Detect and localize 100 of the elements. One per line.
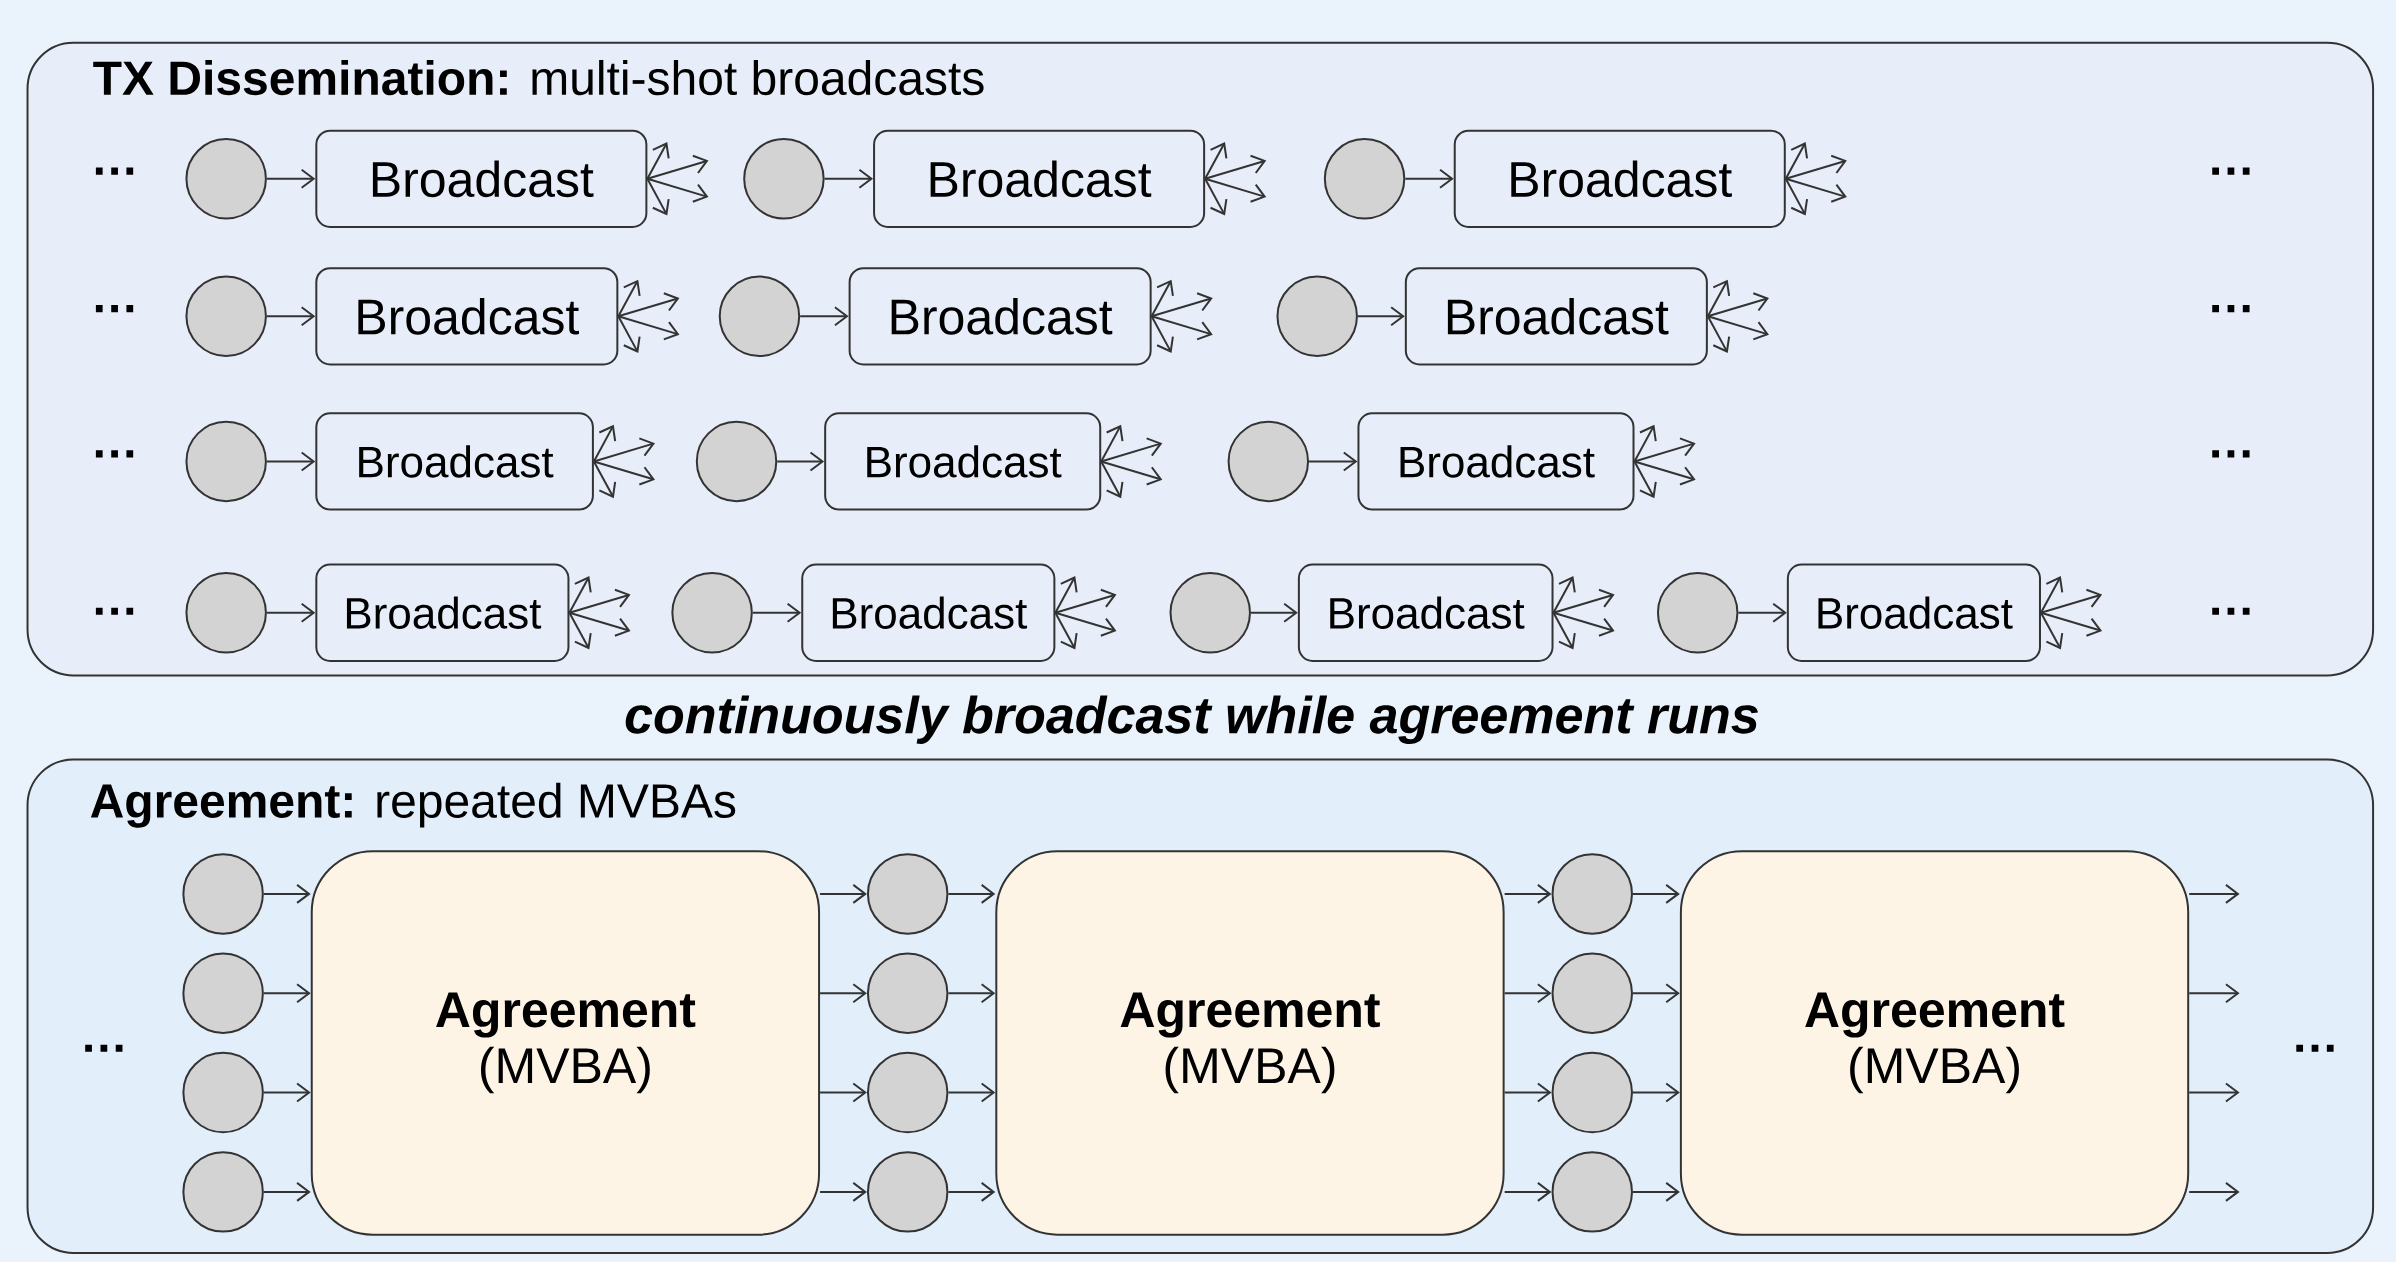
- arrow: [1100, 424, 1124, 463]
- arrow: [1100, 460, 1124, 499]
- agreement-box: Agreement (MVBA): [310, 850, 821, 1236]
- ellipsis: …: [2212, 450, 2250, 458]
- agreement-box: Agreement (MVBA): [995, 850, 1505, 1236]
- arrow: [2188, 1082, 2240, 1103]
- ellipsis: …: [85, 1044, 123, 1052]
- broadcast-box: Broadcast: [1357, 412, 1635, 511]
- arrow: [1308, 451, 1358, 472]
- arrow: [1503, 1181, 1552, 1202]
- arrow: [262, 1082, 311, 1103]
- circle: [185, 571, 267, 654]
- arrow: [1784, 177, 1809, 216]
- arrow: [1706, 315, 1731, 353]
- arrow: [819, 983, 867, 1004]
- arrow: [819, 1082, 867, 1103]
- ellipsis: …: [2212, 607, 2250, 615]
- arrow: [1100, 437, 1163, 463]
- arrow: [617, 315, 641, 353]
- arrow: [265, 602, 316, 623]
- arrow: [2039, 576, 2064, 614]
- circle: [185, 275, 267, 357]
- circle: [1323, 137, 1406, 220]
- arrow: [568, 576, 592, 614]
- broadcast-box: Broadcast: [801, 563, 1056, 662]
- arrow: [1784, 154, 1847, 180]
- broadcast-box: Broadcast: [315, 412, 594, 511]
- arrow: [1633, 424, 1657, 463]
- arrow: [617, 279, 641, 318]
- arrow: [1633, 460, 1696, 486]
- circle: [182, 1051, 264, 1134]
- arrow: [1054, 576, 1078, 614]
- arrow: [265, 451, 316, 472]
- circle: [182, 952, 264, 1034]
- broadcast-box: Broadcast: [315, 267, 619, 366]
- arrow: [1503, 1082, 1552, 1103]
- arrow: [1552, 576, 1576, 614]
- circle: [866, 853, 949, 935]
- arrow: [617, 315, 680, 341]
- arrow: [1706, 292, 1769, 318]
- arrow: [1150, 279, 1174, 318]
- arrow: [1150, 315, 1174, 353]
- arrow: [592, 437, 655, 463]
- arrow: [1204, 142, 1228, 180]
- arrow: [646, 142, 670, 180]
- circle: [1551, 1151, 1633, 1233]
- circle: [185, 420, 267, 503]
- arrow: [1356, 306, 1405, 327]
- circle: [182, 853, 264, 935]
- circle: [866, 1051, 949, 1134]
- arrow: [947, 1181, 996, 1202]
- arrow: [262, 983, 311, 1004]
- arrow: [1503, 983, 1552, 1004]
- arrow: [2039, 611, 2103, 637]
- arrow: [1706, 315, 1769, 341]
- broadcast-box: Broadcast: [1404, 267, 1708, 366]
- broadcast-box: Broadcast: [315, 129, 648, 228]
- broadcast-box: Broadcast: [824, 412, 1102, 511]
- circle: [1551, 952, 1633, 1034]
- arrow: [1150, 315, 1213, 341]
- ellipsis: …: [95, 167, 134, 175]
- arrow: [2188, 883, 2240, 904]
- arrow: [1503, 883, 1552, 904]
- ellipsis: …: [95, 305, 134, 313]
- arrow: [646, 154, 709, 180]
- arrow: [646, 177, 709, 203]
- broadcast-box: Broadcast: [1297, 563, 1554, 662]
- arrow: [947, 883, 996, 904]
- circle: [182, 1151, 264, 1233]
- arrow: [799, 306, 849, 327]
- arrow: [1706, 279, 1731, 318]
- arrow: [592, 460, 617, 499]
- arrow: [265, 306, 316, 327]
- caption: continuously broadcast while agreement runs: [625, 695, 1758, 744]
- arrow: [1784, 177, 1847, 203]
- circle: [1551, 853, 1633, 935]
- circle: [1656, 571, 1739, 654]
- arrow: [1632, 1181, 1680, 1202]
- circle: [743, 137, 825, 220]
- circle: [1276, 275, 1358, 357]
- ellipsis: …: [95, 450, 134, 458]
- circle: [695, 420, 778, 503]
- arrow: [1204, 177, 1267, 203]
- ellipsis: …: [2212, 167, 2250, 175]
- circle: [1551, 1051, 1633, 1134]
- circle: [866, 952, 949, 1034]
- arrow: [1054, 611, 1078, 650]
- arrow: [592, 460, 655, 486]
- arrow: [947, 1082, 996, 1103]
- broadcast-box: Broadcast: [1786, 563, 2041, 662]
- arrow: [1100, 460, 1163, 486]
- arrow: [947, 983, 996, 1004]
- arrow: [751, 602, 802, 623]
- broadcast-box: Broadcast: [1453, 129, 1786, 228]
- arrow: [1632, 883, 1680, 904]
- arrow: [1204, 177, 1228, 216]
- arrow: [617, 292, 680, 318]
- circle: [671, 571, 753, 654]
- arrow: [646, 177, 670, 216]
- ellipsis: …: [95, 607, 134, 615]
